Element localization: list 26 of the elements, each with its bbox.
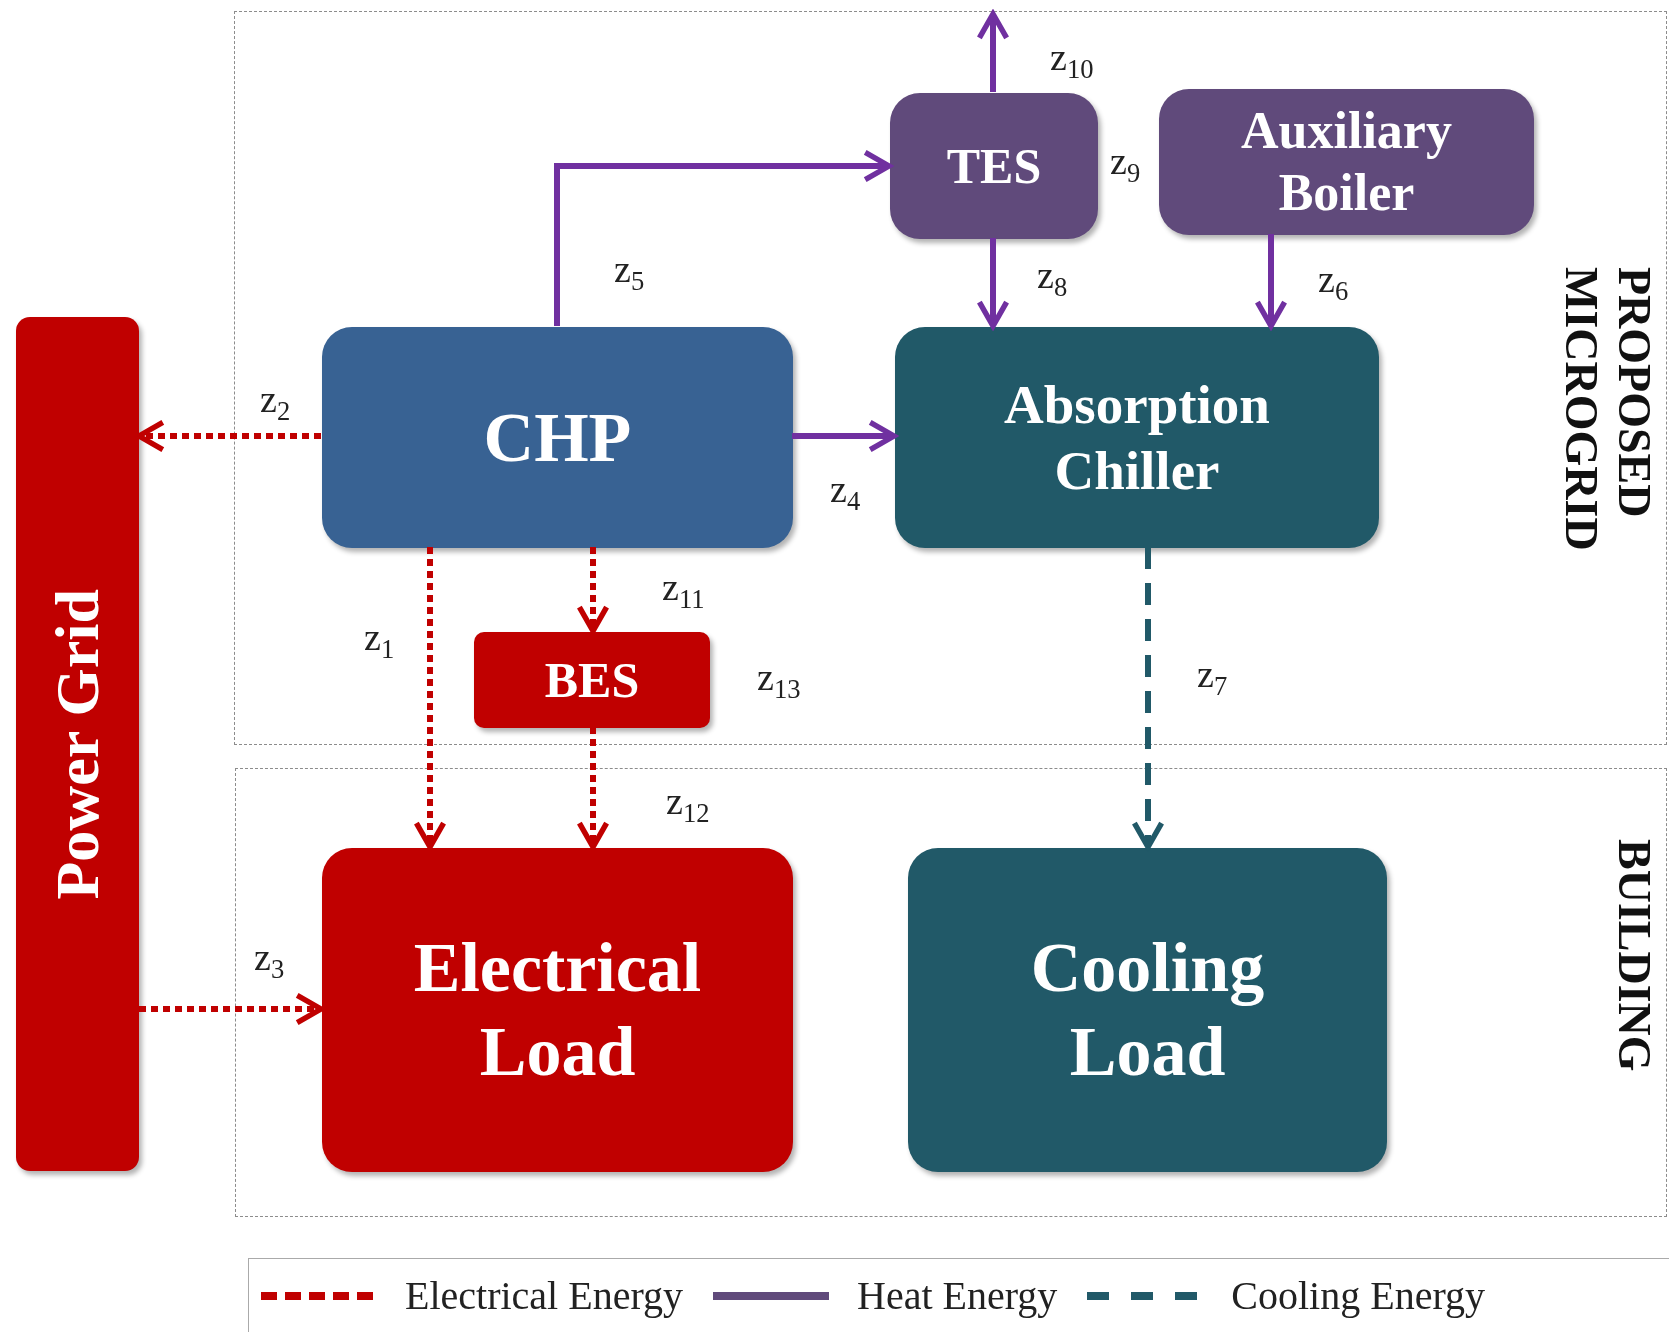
component-box: Auxiliary Boiler: [1159, 89, 1534, 235]
arrow: [792, 419, 897, 453]
arrow: [136, 419, 321, 453]
arrow: [576, 547, 610, 634]
arrow: [554, 149, 892, 326]
component-box: Cooling Load: [908, 848, 1387, 1172]
region-label: PROPOSED MICROGRID: [1555, 267, 1660, 553]
arrow: [1254, 234, 1288, 329]
component-box: CHP: [322, 327, 793, 548]
source-box: Power Grid: [16, 317, 139, 1171]
legend-text: Cooling Energy: [1231, 1272, 1485, 1319]
component-box: BES: [474, 632, 710, 728]
dashed-region: [234, 11, 1667, 745]
arrow: [976, 238, 1010, 329]
arrow: [976, 11, 1010, 92]
legend-text: Heat Energy: [857, 1272, 1058, 1319]
arrow: [1131, 547, 1165, 850]
region-label: BUILDING: [1608, 839, 1660, 1072]
component-box: Electrical Load: [322, 848, 793, 1172]
legend-text: Electrical Energy: [405, 1272, 683, 1319]
component-box: TES: [890, 93, 1098, 239]
dashed-region: [235, 768, 1667, 1217]
arrow: [576, 727, 610, 850]
arrow: [413, 547, 447, 850]
arrow: [139, 992, 324, 1026]
component-box: Absorption Chiller: [895, 327, 1379, 548]
